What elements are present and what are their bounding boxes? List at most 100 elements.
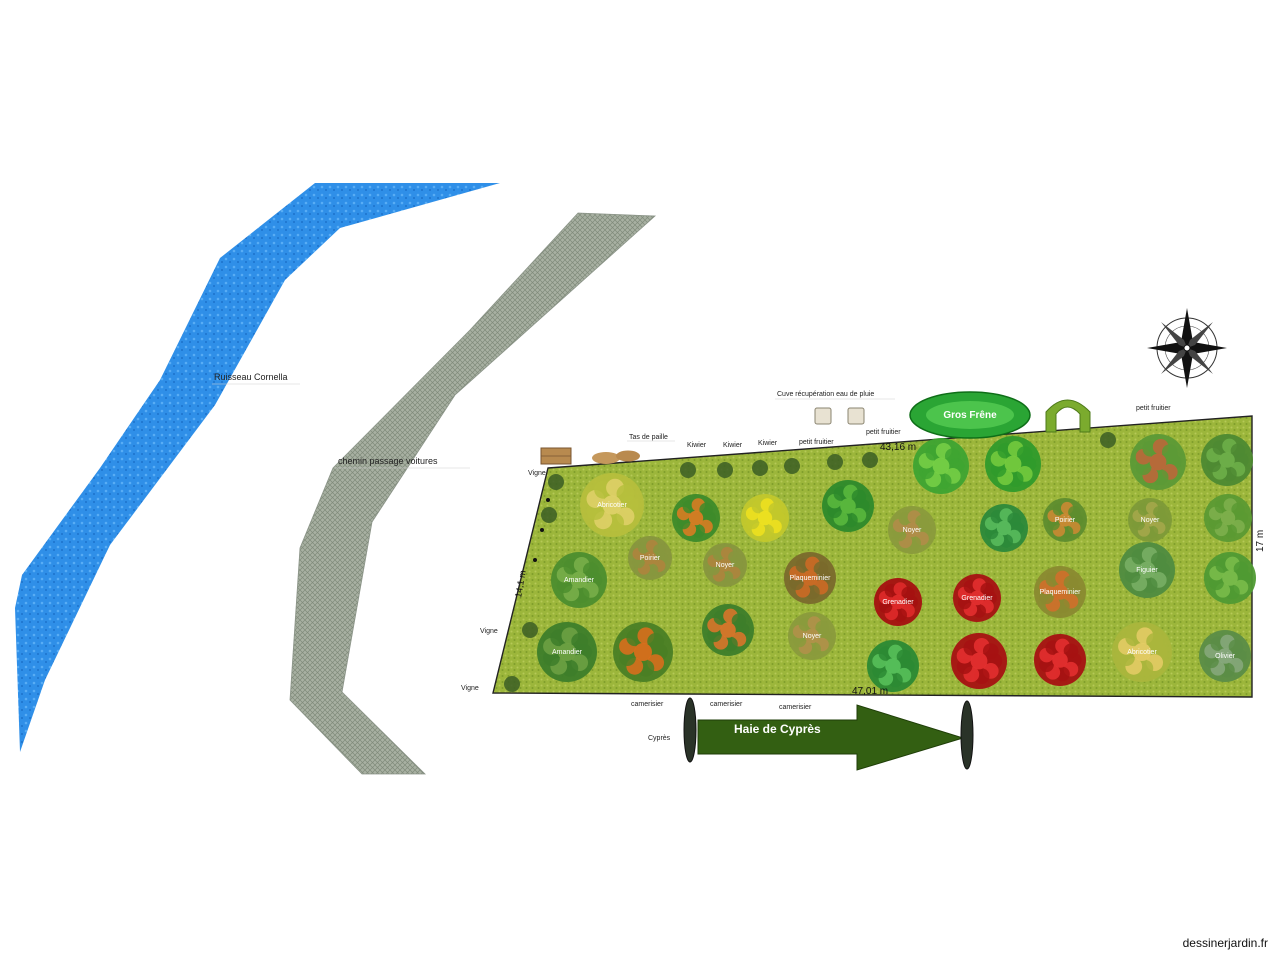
tree-leaf-cluster [731, 613, 747, 629]
tree-leaf-cluster [699, 502, 713, 517]
garden-plot [492, 415, 1253, 698]
camerisier-label: camerisier [631, 701, 664, 708]
tree-core [1219, 452, 1235, 468]
tree-leaf-cluster [582, 562, 599, 578]
tree-label: Abricotier [1127, 649, 1157, 656]
tree-leaf-cluster [851, 489, 867, 505]
rain-tank: Cuve récupération eau de pluie [775, 391, 895, 425]
tree-label: Noyer [1141, 517, 1160, 524]
tree-icon [985, 436, 1041, 492]
cypress-icon [683, 697, 697, 763]
tree-label: Abricotier [597, 502, 627, 509]
kiwi-label: Kiwier [723, 442, 743, 449]
shrub-icon [522, 622, 538, 638]
vine-label: Vigne [461, 685, 479, 692]
tree-label: Grenadier [961, 595, 993, 602]
straw-pile: Tas de paille [592, 434, 675, 464]
tree-leaf-cluster [1231, 502, 1245, 517]
tree-icon [613, 622, 673, 682]
tree-label: Noyer [803, 633, 822, 640]
tree-core [757, 510, 773, 526]
tree-leaf-cluster [647, 632, 665, 650]
tree-leaf-cluster [1007, 512, 1021, 527]
tree-leaf-cluster [1153, 506, 1166, 519]
vine-stake-icon [546, 498, 550, 502]
straw-pile-icon [616, 450, 640, 462]
tree-core [1217, 648, 1233, 664]
tree-leaf-cluster [728, 551, 741, 564]
shrub-icon [827, 454, 843, 470]
stream-shape [15, 183, 500, 752]
rain-tank-label: Cuve récupération eau de pluie [777, 391, 874, 398]
rain-tank-icon [847, 407, 865, 425]
tree-leaf-cluster [616, 484, 635, 503]
tree-label: Noyer [903, 527, 922, 534]
stream: Ruisseau Cornella [15, 183, 500, 752]
tree-label: Amandier [552, 649, 583, 656]
shrub-icon [541, 507, 557, 523]
tree-core [570, 571, 588, 589]
shrub-icon [504, 676, 520, 692]
ash-tree-highlight [926, 401, 1014, 429]
tree-icon: Plaqueminier [1034, 566, 1086, 618]
tree-leaf-cluster [1063, 643, 1079, 659]
camerisier-label: camerisier [779, 704, 812, 711]
tree-icon: Figuier [1119, 542, 1175, 598]
tree-label: Olivier [1215, 653, 1236, 660]
annotations: Kiwier Kiwier Kiwier petit fruitier peti… [461, 405, 1171, 742]
tree-icon [867, 640, 919, 692]
dim-bottom: 47,01 m [852, 686, 888, 697]
tree-core [969, 590, 985, 606]
tree-leaf-cluster [1016, 446, 1033, 462]
tree-icon [822, 480, 874, 532]
tree-icon: Grenadier [874, 578, 922, 626]
hedge-label: Haie de Cyprès [734, 722, 821, 736]
shrub-icon [862, 452, 878, 468]
tree-icon: Abricotier [1112, 622, 1172, 682]
tree-icon [1130, 434, 1186, 490]
tree-icon [1034, 634, 1086, 686]
tree-label: Poirier [1055, 517, 1076, 524]
dim-top: 43,16 m [880, 442, 916, 453]
tree-core [932, 457, 950, 475]
tree-icon: Grenadier [953, 574, 1001, 622]
tree-leaf-cluster [982, 643, 999, 659]
lawn-area [492, 415, 1253, 698]
tree-label: Noyer [716, 562, 735, 569]
tree-icon: Noyer [888, 506, 936, 554]
tree-icon [672, 494, 720, 542]
tree-leaf-cluster [915, 514, 929, 529]
cypress-label: Cyprès [648, 735, 671, 742]
tree-leaf-cluster [813, 561, 829, 577]
arbor-icon [1045, 399, 1091, 433]
tree-icon [980, 504, 1028, 552]
tree-leaf-cluster [571, 632, 589, 650]
tree-leaf-cluster [815, 620, 829, 635]
tree-icon: Poirier [1043, 498, 1087, 542]
tree-core [970, 652, 988, 670]
camerisier-label: camerisier [710, 701, 743, 708]
vine-stakes [533, 498, 550, 562]
wood-crate [540, 447, 572, 465]
tree-icon: Abricotier [580, 473, 644, 537]
kiwi-label: Kiwier [687, 442, 707, 449]
dim-left: 14,1 m [513, 570, 528, 599]
tree-leaf-cluster [944, 448, 961, 464]
tree-leaf-cluster [896, 649, 912, 665]
tree-core [1220, 510, 1236, 526]
tree-icon [951, 633, 1007, 689]
tree-label: Plaqueminier [1040, 589, 1082, 596]
tree-icon: Noyer [1128, 498, 1172, 542]
tree-icon: Olivier [1199, 630, 1251, 682]
tree-core [1222, 570, 1238, 586]
tree-label: Figuier [1136, 567, 1158, 574]
tree-core [802, 570, 818, 586]
straw-pile-icon [592, 452, 620, 464]
tree-leaf-cluster [1063, 575, 1079, 591]
kiwi-label: Kiwier [758, 440, 778, 447]
site-credit: dessinerjardin.fr [1182, 936, 1268, 950]
tree-leaf-cluster [1150, 552, 1167, 568]
vine-label: Vigne [528, 470, 546, 477]
